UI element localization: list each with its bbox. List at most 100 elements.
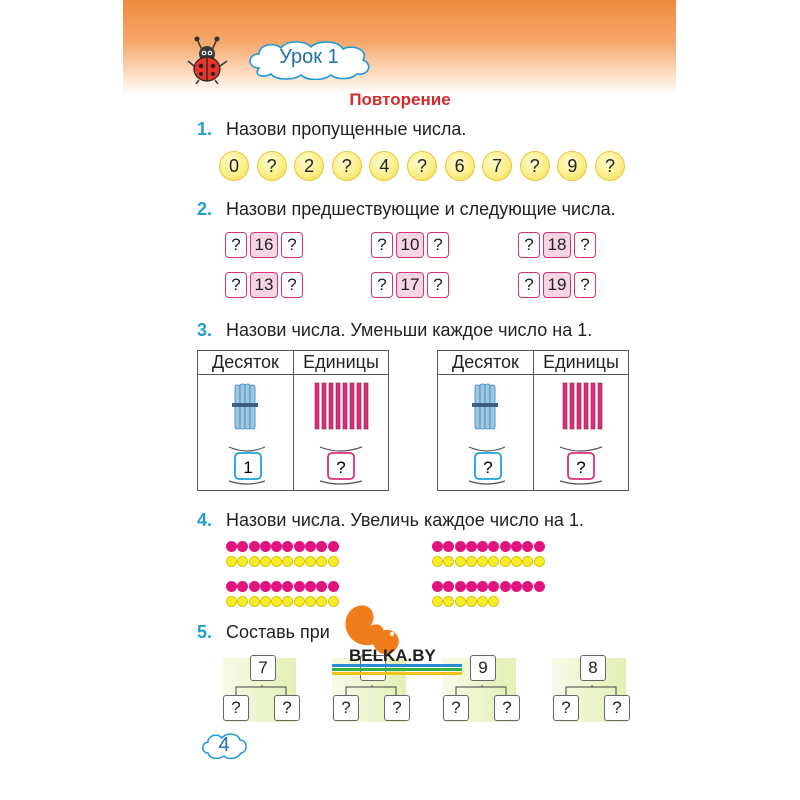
bead <box>533 556 545 567</box>
task-5: 5.Составь при <box>197 622 330 643</box>
composition-part: ? <box>223 695 249 721</box>
stick-bundle-icon: ? <box>468 383 505 485</box>
bead <box>248 556 260 567</box>
bead <box>499 541 511 552</box>
task-text: Назови числа. Уменьши каждое число на 1. <box>226 320 593 340</box>
missing-number-box: ? <box>371 272 393 298</box>
bead <box>465 596 477 607</box>
given-number: 18 <box>543 232 571 258</box>
given-number: 19 <box>543 272 571 298</box>
page-number: 4 <box>218 734 230 756</box>
sticks-icon: ? <box>314 382 369 485</box>
bead <box>511 556 523 567</box>
bead <box>488 541 500 552</box>
bead <box>511 541 523 552</box>
bead <box>226 596 237 607</box>
bead <box>259 581 271 592</box>
bead <box>432 556 443 567</box>
missing-number-box: ? <box>518 272 540 298</box>
task-number: 2. <box>197 199 213 219</box>
place-value-table-right: Десяток Единицы ? <box>437 350 629 491</box>
bead <box>293 556 305 567</box>
bead <box>271 581 283 592</box>
bead <box>327 581 339 592</box>
bead <box>432 541 443 552</box>
tens-answer: 1 <box>243 458 252 477</box>
bead <box>432 581 443 592</box>
bead <box>499 581 511 592</box>
bead <box>443 556 455 567</box>
given-number: 13 <box>250 272 278 298</box>
bead <box>237 556 249 567</box>
sequence-coin: ? <box>595 151 625 181</box>
missing-number-box: ? <box>281 272 303 298</box>
bead <box>305 556 317 567</box>
composition-part: ? <box>494 695 520 721</box>
sequence-coin: 4 <box>369 151 400 181</box>
neighbor-group: ?10? <box>371 232 449 260</box>
neighbor-group: ?19? <box>518 272 596 300</box>
bead <box>271 596 283 607</box>
bead <box>293 581 305 592</box>
task-number: 3. <box>197 320 213 340</box>
bead <box>282 581 294 592</box>
bead <box>305 541 317 552</box>
bead <box>282 596 294 607</box>
sequence-coin: 6 <box>444 151 475 181</box>
bead <box>316 541 328 552</box>
bead <box>237 541 249 552</box>
bead <box>305 596 317 607</box>
bead <box>259 596 271 607</box>
composition-part: ? <box>384 695 410 721</box>
bead <box>522 581 534 592</box>
tens-cell: 1 <box>197 374 294 491</box>
bead <box>248 596 260 607</box>
ladybug-icon <box>187 36 228 84</box>
bead <box>533 581 545 592</box>
tens-cell: ? <box>437 374 534 491</box>
bead <box>522 556 534 567</box>
bead <box>454 596 466 607</box>
bead <box>327 556 339 567</box>
sequence-coin: 2 <box>294 151 325 181</box>
composition-lines <box>345 685 397 697</box>
bead <box>488 596 500 607</box>
task-3: 3. Назови числа. Уменьши каждое число на … <box>197 320 592 341</box>
given-number: 10 <box>396 232 424 258</box>
composition-part: ? <box>443 695 469 721</box>
composition-total: 9 <box>470 655 496 681</box>
missing-number-box: ? <box>281 232 303 258</box>
bead <box>511 581 523 592</box>
bead <box>454 556 466 567</box>
lesson-cloud <box>249 41 370 80</box>
magenta-bead-row <box>432 541 545 552</box>
bead <box>499 556 511 567</box>
bead <box>522 541 534 552</box>
task-4: 4.Назови числа. Увеличь каждое число на … <box>197 510 584 531</box>
yellow-bead-row <box>226 556 339 567</box>
task-2: 2.Назови предшествующие и следующие числ… <box>197 199 616 220</box>
bead <box>316 581 328 592</box>
missing-number-box: ? <box>574 232 596 258</box>
task-text: Назови пропущенные числа. <box>226 119 467 139</box>
units-cell: ? <box>533 374 629 491</box>
bead <box>271 541 283 552</box>
bead <box>293 541 305 552</box>
bead <box>477 556 489 567</box>
header-band <box>123 0 676 95</box>
tens-header: Десяток <box>197 350 294 375</box>
task-number: 5. <box>197 622 213 642</box>
neighbor-group: ?16? <box>225 232 303 260</box>
composition-part: ? <box>604 695 630 721</box>
bead <box>465 581 477 592</box>
bead <box>477 581 489 592</box>
missing-number-box: ? <box>518 232 540 258</box>
watermark-text: BELKA.BY <box>349 646 436 665</box>
yellow-bead-row <box>226 596 339 607</box>
bead <box>293 596 305 607</box>
given-number: 16 <box>250 232 278 258</box>
bead <box>226 581 237 592</box>
bead <box>316 556 328 567</box>
bead <box>465 556 477 567</box>
magenta-bead-row <box>432 581 545 592</box>
